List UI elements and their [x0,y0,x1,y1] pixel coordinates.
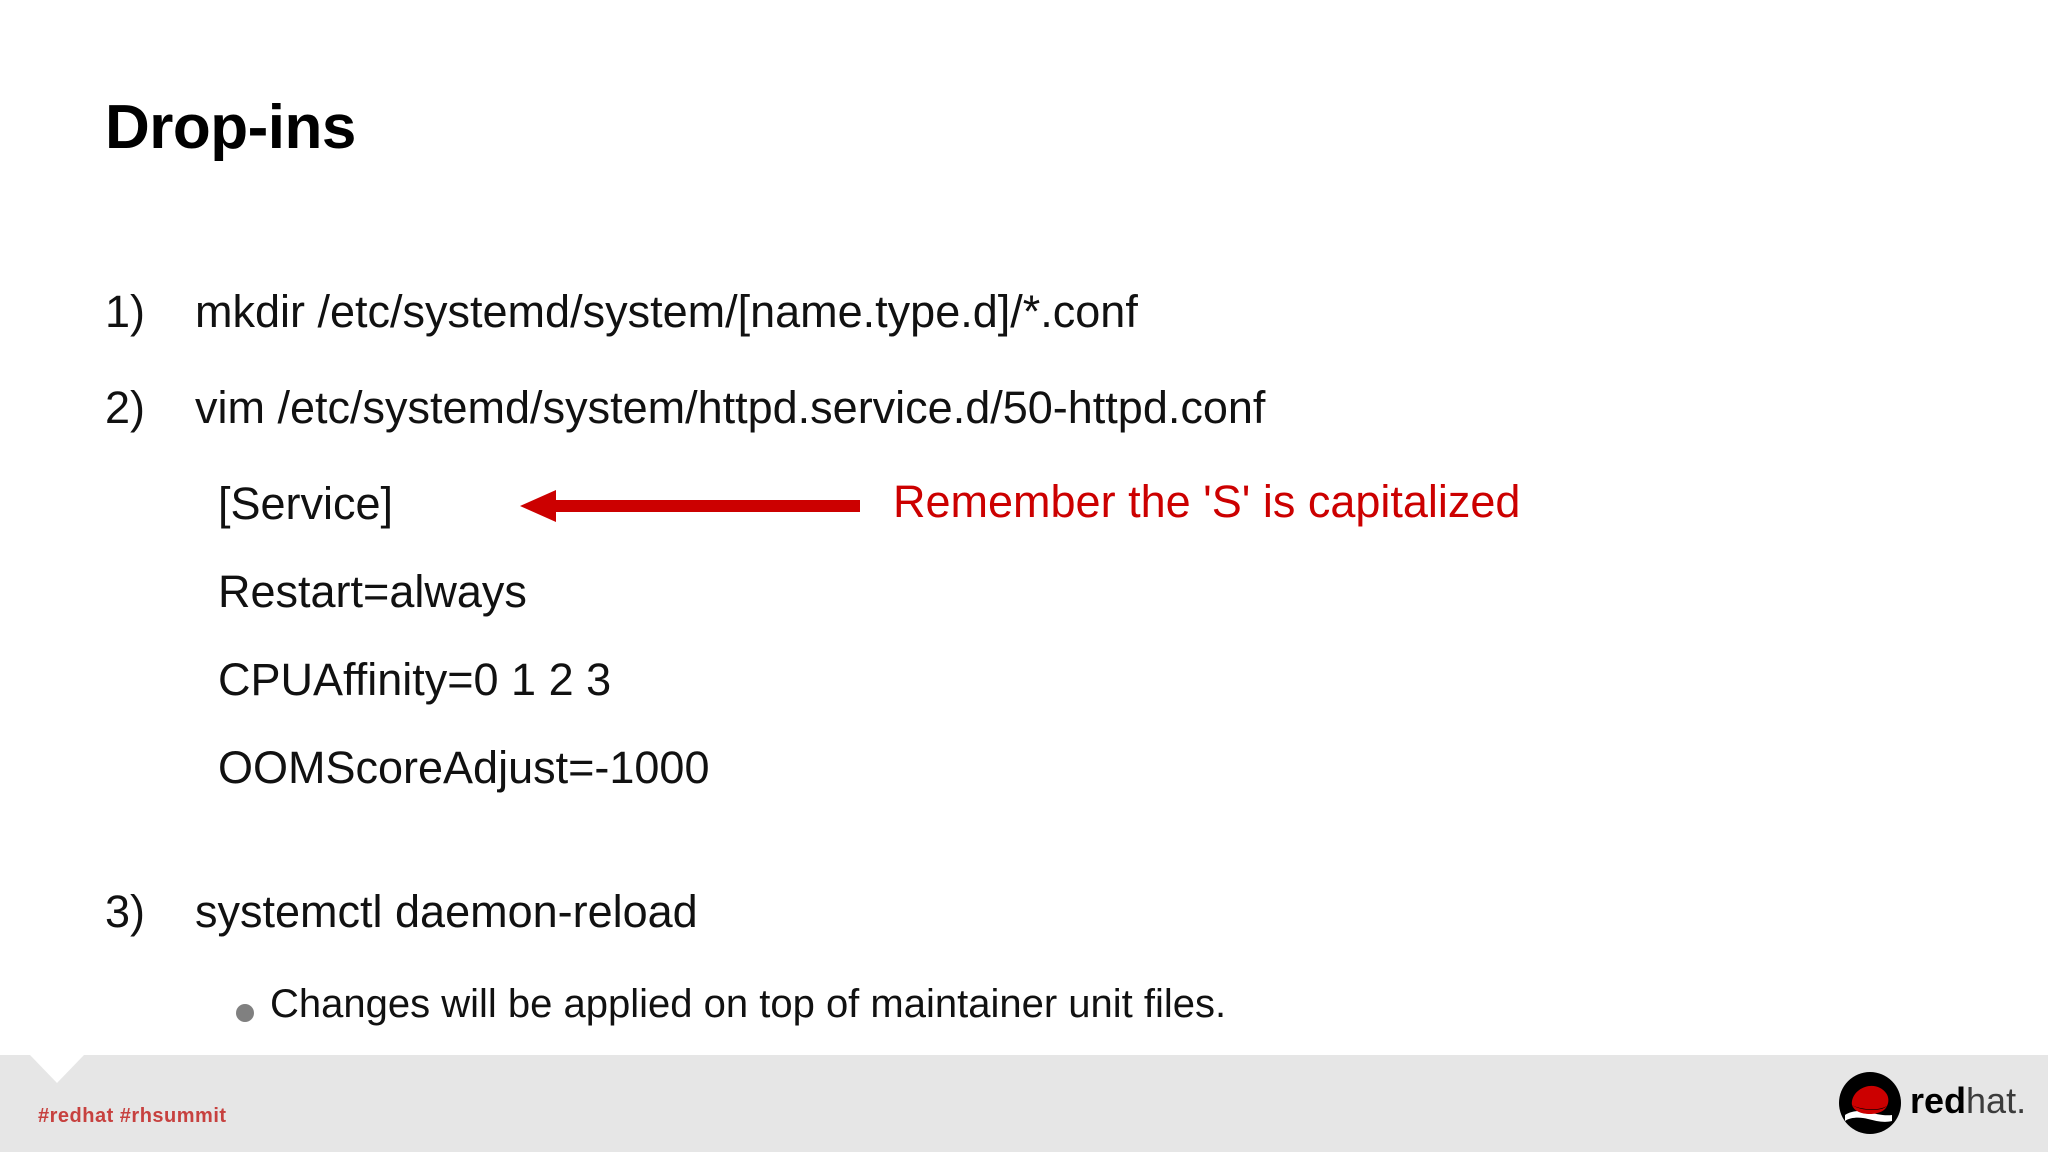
list-item: 3) systemctl daemon-reload [0,886,2048,982]
config-line-with-annotation: [Service] Remember the 'S' is capitalize… [0,476,2048,566]
redhat-wordmark: redhat. [1910,1081,2026,1121]
footer-notch-decoration [30,1055,84,1083]
list-item: 1) mkdir /etc/systemd/system/[name.type.… [0,286,2048,382]
slide-footer: #redhat #rhsummit redhat. [0,1055,2048,1152]
wordmark-red: red [1910,1080,1967,1121]
config-line-restart: Restart=always [218,566,527,617]
list-item: Changes will be applied on top of mainta… [0,982,2048,1062]
redhat-logo: redhat. [1838,1069,2028,1139]
config-line: CPUAffinity=0 1 2 3 [0,654,2048,742]
page-title: Drop-ins [105,93,356,162]
config-line: Restart=always [0,566,2048,654]
list-marker: 2) [105,382,146,433]
list-item-text: vim /etc/systemd/system/httpd.service.d/… [195,382,1266,433]
bullet-dot-icon [236,1004,254,1022]
list-marker: 1) [105,286,146,337]
config-line-service: [Service] [218,478,394,529]
shadowman-logo-icon [1839,1072,1901,1134]
slide-body: 1) mkdir /etc/systemd/system/[name.type.… [0,286,2048,1062]
annotation-text: Remember the 'S' is capitalized [893,476,1521,527]
list-item: 2) vim /etc/systemd/system/httpd.service… [0,382,2048,478]
config-line: OOMScoreAdjust=-1000 [0,742,2048,830]
list-marker: 3) [105,886,146,937]
wordmark-hat: hat. [1966,1080,2027,1121]
list-item-text: mkdir /etc/systemd/system/[name.type.d]/… [195,286,1138,337]
list-item-text: systemctl daemon-reload [195,886,698,937]
footer-hashtags: #redhat #rhsummit [38,1105,227,1127]
config-line-oomscoreadjust: OOMScoreAdjust=-1000 [218,742,710,793]
config-line-cpuaffinity: CPUAffinity=0 1 2 3 [218,654,612,705]
bullet-item-text: Changes will be applied on top of mainta… [270,982,1227,1026]
spacer [0,830,2048,886]
annotation-arrow-icon [520,490,860,522]
